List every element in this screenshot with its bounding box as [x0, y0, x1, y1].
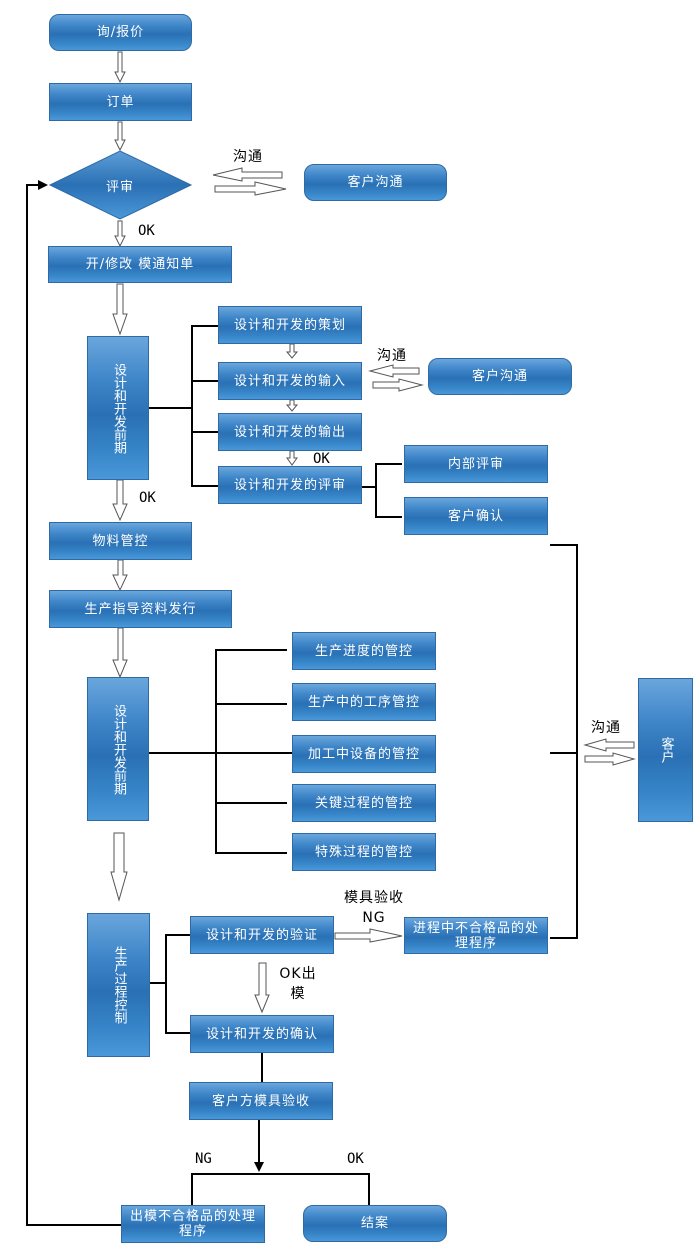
split-ng-ok: [191, 1173, 370, 1205]
outgoing-ng-text: 出模不合格品的处理程序: [129, 1209, 256, 1239]
key-process-control-node: 关键过程的管控: [292, 784, 436, 822]
input-node: 设计和开发的输入: [218, 362, 362, 400]
arrow-down-design2-production: [110, 832, 128, 902]
arrow-down-input-output: [285, 399, 299, 412]
close-case-text: 结案: [360, 1216, 389, 1231]
ng-label: NG: [195, 1151, 212, 1167]
arrow-down-inquiry-order: [114, 51, 126, 84]
arrow-down-plan-input: [285, 343, 299, 359]
bracket-production: [165, 934, 190, 1034]
process-control-text: 生产中的工序管控: [307, 694, 420, 710]
order-node: 订单: [49, 83, 192, 121]
customer-comm-2-node: 客户沟通: [428, 358, 572, 395]
customer-text: 客户: [658, 737, 674, 763]
customer-acceptance-node: 客户方模具验收: [189, 1082, 333, 1120]
arrow-right-comm-1: [214, 181, 287, 196]
arrow-down-docs-design2: [112, 627, 128, 679]
loop-back-line: [26, 180, 122, 1226]
customer-confirm-node: 客户确认: [404, 497, 548, 535]
arrow-right-comm-2: [372, 378, 424, 392]
arrow-down-design-material: [112, 479, 128, 522]
arrow-down-material-docs: [112, 559, 128, 592]
output-text: 设计和开发的输出: [233, 424, 346, 440]
special-process-control-node: 特殊过程的管控: [292, 833, 436, 871]
comm-label-2: 沟通: [377, 348, 407, 364]
validation-node: 设计和开发的确认: [190, 1015, 334, 1053]
review-text: 评审: [105, 180, 134, 195]
verification-text: 设计和开发的验证: [205, 927, 318, 943]
special-process-control-text: 特殊过程的管控: [314, 844, 413, 860]
mold-ng-label: 模具验收NG: [344, 890, 404, 926]
arrow-down-order-review: [114, 121, 126, 152]
ok-label-review: OK: [138, 223, 155, 239]
bracket-design-review: [375, 463, 402, 518]
equipment-control-text: 加工中设备的管控: [307, 746, 420, 762]
key-process-control-text: 关键过程的管控: [314, 795, 413, 811]
inquiry-text: 询/报价: [96, 25, 145, 40]
input-text: 设计和开发的输入: [233, 373, 346, 389]
customer-comm-1-text: 客户沟通: [347, 175, 404, 190]
comm-label-3: 沟通: [591, 720, 621, 736]
bracket-customer: [550, 544, 578, 939]
verification-node: 设计和开发的验证: [190, 916, 334, 954]
design-review-node: 设计和开发的评审: [218, 466, 362, 504]
arrow-down-review-open: [114, 220, 126, 248]
design-early-1-text: 设计和开发前期: [111, 362, 126, 454]
ok-label-output: OK: [313, 451, 330, 467]
arrow-left-comm-3: [583, 738, 635, 752]
customer-comm-2-text: 客户沟通: [471, 369, 528, 384]
in-process-ng-node: 进程中不合格品的处理程序: [404, 917, 548, 954]
design-review-text: 设计和开发的评审: [233, 477, 346, 493]
arrow-left-comm-1: [212, 167, 283, 182]
customer-confirm-text: 客户确认: [447, 508, 504, 524]
internal-review-node: 内部评审: [404, 445, 548, 483]
material-control-text: 物料管控: [92, 533, 149, 549]
comm-label-1: 沟通: [233, 149, 263, 165]
equipment-control-node: 加工中设备的管控: [292, 735, 436, 773]
design-early-2-node: 设计和开发前期: [87, 677, 149, 821]
arrow-right-comm-3: [584, 752, 636, 766]
ok-out-label: OK出模: [279, 966, 317, 1002]
arrow-down-output-review: [286, 450, 298, 466]
ok-label-final: OK: [347, 1151, 364, 1167]
in-process-ng-text: 进程中不合格品的处理程序: [412, 920, 539, 951]
ok-label-design-early: OK: [139, 490, 156, 506]
process-control-node: 生产中的工序管控: [292, 683, 436, 721]
design-early-1-node: 设计和开发前期: [87, 336, 149, 480]
bracket-design-early-2: [215, 649, 287, 854]
open-modify-text: 开/修改 模通知单: [85, 257, 195, 272]
customer-node: 客户: [638, 678, 693, 822]
output-node: 设计和开发的输出: [218, 413, 362, 451]
close-case-node: 结案: [303, 1205, 447, 1242]
arrow-right-mold-ng: [334, 928, 403, 943]
arrow-down-open-design: [112, 283, 128, 336]
material-control-node: 物料管控: [49, 522, 192, 560]
design-early-2-text: 设计和开发前期: [111, 703, 126, 795]
internal-review-text: 内部评审: [447, 456, 504, 472]
production-docs-text: 生产指导资料发行: [84, 601, 197, 617]
production-process-control-node: 生产过程控制: [87, 913, 150, 1057]
plan-text: 设计和开发的策划: [233, 317, 346, 333]
outgoing-ng-node: 出模不合格品的处理程序: [121, 1205, 265, 1243]
validation-text: 设计和开发的确认: [205, 1026, 318, 1042]
progress-control-node: 生产进度的管控: [292, 632, 436, 670]
inquiry-node: 询/报价: [49, 14, 192, 51]
production-process-control-text: 生产过程控制: [111, 946, 127, 1024]
order-text: 订单: [106, 94, 135, 110]
customer-acceptance-text: 客户方模具验收: [211, 1093, 310, 1109]
open-modify-node: 开/修改 模通知单: [48, 246, 232, 283]
plan-node: 设计和开发的策划: [218, 306, 362, 344]
production-docs-node: 生产指导资料发行: [49, 590, 232, 628]
progress-control-text: 生产进度的管控: [314, 643, 413, 659]
arrow-down-verify-validate: [254, 962, 270, 1014]
customer-comm-1-node: 客户沟通: [304, 164, 447, 201]
arrow-left-comm-2: [368, 364, 420, 378]
